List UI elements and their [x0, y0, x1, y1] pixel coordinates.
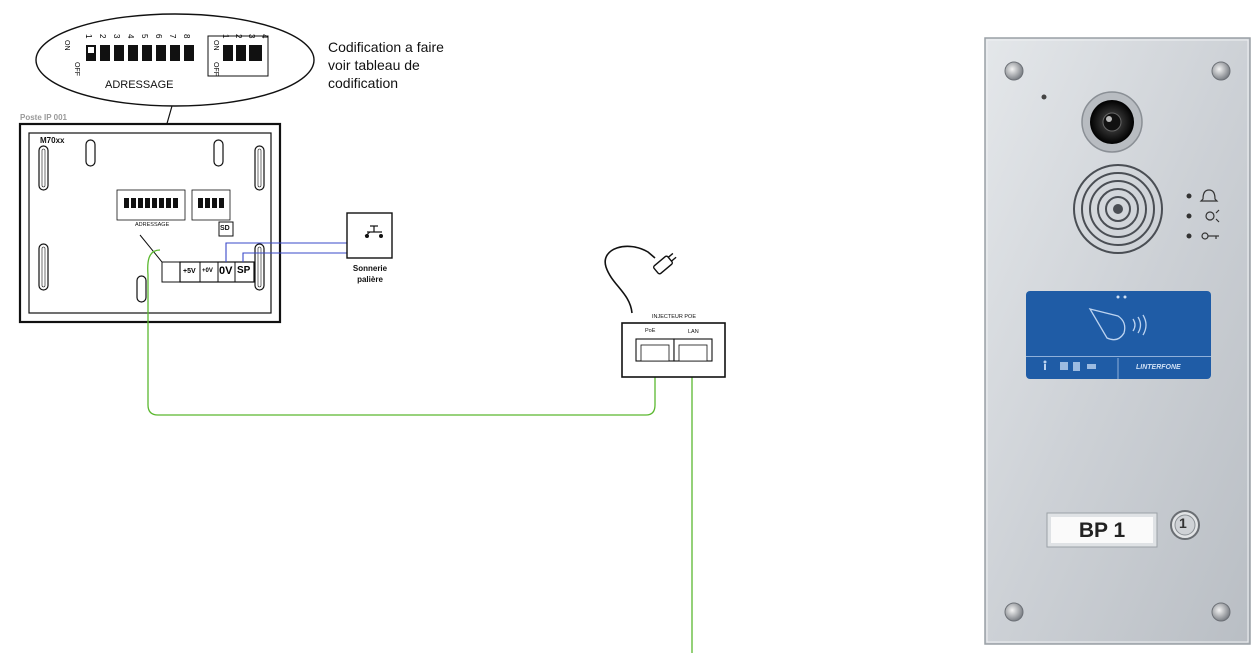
dip8-number: 5: [140, 34, 149, 39]
terminal-label: +5V: [183, 268, 196, 275]
doorbell-label-line-2: palière: [357, 275, 383, 284]
monitor-unit: [18, 122, 282, 324]
call-button-label: BP 1: [1078, 519, 1126, 542]
injector-port-lan: LAN: [688, 329, 699, 335]
model-label: M70xx: [40, 136, 65, 145]
brand-logo: LINTERFONE: [1136, 364, 1181, 371]
injector-title: INJECTEUR POE: [652, 314, 697, 320]
dip-switch-4-zoom: [223, 45, 265, 61]
station-label: Poste IP 001: [20, 113, 67, 122]
terminal-label: +0V: [202, 268, 213, 274]
doorbell-label-line-1: Sonnerie: [352, 264, 388, 273]
dip4-number: 4: [260, 34, 269, 39]
dip-zoom-callout: [35, 13, 315, 191]
dip4-number: 3: [247, 34, 256, 39]
dip8-number: 4: [126, 34, 135, 39]
dip4-on-label: ON: [212, 40, 219, 51]
monitor-dip-caption: ADRESSAGE: [135, 222, 170, 228]
note-line-1: Codification a faire: [328, 39, 444, 55]
dip8-off-label: OFF: [73, 62, 80, 76]
coding-note: Codification a faire voir tableau de cod…: [328, 38, 444, 92]
doorbell-button: [346, 212, 393, 259]
dip8-number: 3: [112, 34, 121, 39]
door-panel: [984, 37, 1251, 645]
sd-slot-label: SD: [220, 225, 230, 232]
call-button-number: 1: [1179, 515, 1187, 531]
terminal-label: SP: [237, 265, 251, 276]
terminal-block: +5V +0V 0V SP: [180, 262, 254, 282]
dip-switch-8-zoom: [86, 45, 194, 61]
power-plug-icon: [604, 245, 677, 314]
note-line-2: voir tableau de: [328, 57, 420, 73]
dip4-number: 2: [234, 34, 243, 39]
poe-injector: [621, 322, 726, 378]
dip-zoom-caption: ADRESSAGE: [105, 79, 174, 91]
note-line-3: codification: [328, 75, 399, 91]
dip8-number: 7: [168, 34, 177, 39]
dip8-number: 2: [98, 34, 107, 39]
dip8-number: 1: [84, 34, 93, 39]
dip8-number: 6: [154, 34, 163, 39]
injector-port-poe: PoE: [645, 328, 656, 334]
doorbell-label: Sonnerie palière: [340, 263, 400, 285]
poe-cable: [147, 249, 656, 416]
dip4-off-label: OFF: [212, 62, 219, 76]
dip8-number: 8: [182, 34, 191, 39]
dip8-on-label: ON: [63, 40, 70, 51]
dip4-number: 1: [221, 34, 230, 39]
terminal-label: 0V: [219, 265, 233, 277]
